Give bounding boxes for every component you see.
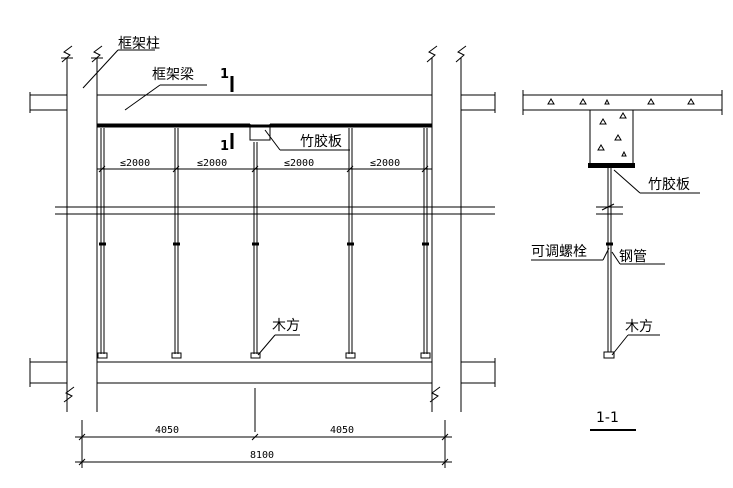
section-cut: 1 1 <box>220 67 234 154</box>
timber-section-label: 木方 <box>625 319 653 335</box>
bamboo-plywood-label: 竹胶板 <box>300 133 342 150</box>
total-span-label: 8100 <box>250 450 274 461</box>
spacing-label-2: ≤2000 <box>197 158 227 169</box>
bamboo-plywood-section-label: 竹胶板 <box>648 176 690 193</box>
floor-slab <box>29 358 496 387</box>
horizontal-tube <box>55 206 495 215</box>
steel-pipe-label: 钢管 <box>619 249 647 265</box>
section-title: 1-1 <box>596 410 619 426</box>
frame-beam <box>29 92 496 141</box>
elevation-view: 1 1 <box>29 36 496 468</box>
spacing-dimension: ≤2000 ≤2000 ≤2000 ≤2000 <box>97 158 432 173</box>
spacing-label-1: ≤2000 <box>120 158 150 169</box>
props <box>97 128 431 359</box>
spacing-label-4: ≤2000 <box>370 158 400 169</box>
spacing-label-3: ≤2000 <box>284 158 314 169</box>
left-span-label: 4050 <box>155 425 179 436</box>
leaders: 框架柱 框架梁 竹胶板 木方 <box>82 36 350 356</box>
section-view: 竹胶板 可调螺栓 钢管 木方 1-1 <box>522 90 723 431</box>
frame-beam-label: 框架梁 <box>152 67 194 83</box>
section-mark-top: 1 <box>220 67 229 82</box>
adjustable-bolt-label: 可调螺栓 <box>531 244 587 260</box>
timber-label: 木方 <box>272 318 300 334</box>
left-column <box>61 45 103 412</box>
right-column <box>426 45 467 412</box>
plywood-section <box>588 163 635 168</box>
section-mark-bottom: 1 <box>220 139 229 154</box>
concrete-hatch <box>547 98 695 157</box>
frame-column-label: 框架柱 <box>118 36 160 52</box>
span-dimensions: 4050 4050 8100 <box>75 388 452 468</box>
right-span-label: 4050 <box>330 425 354 436</box>
